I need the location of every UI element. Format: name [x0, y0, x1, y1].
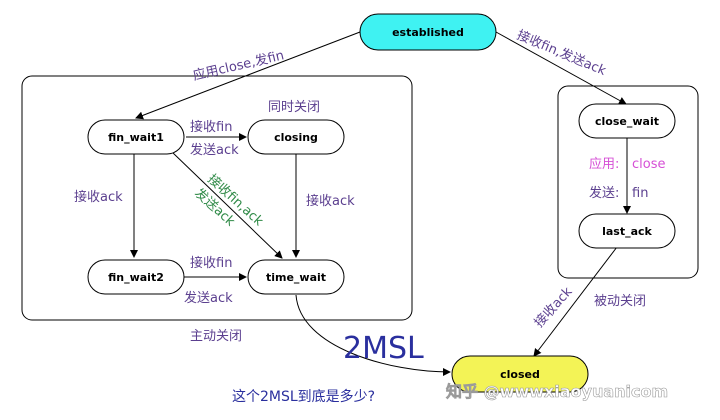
label-question: 这个2MSL到底是多少?: [232, 388, 375, 405]
state-fin-wait2: fin_wait2: [87, 259, 185, 295]
state-closed-label: closed: [500, 368, 540, 381]
label-passive-close: 被动关闭: [594, 294, 646, 309]
edge-time-wait-to-closed: [295, 294, 451, 376]
state-fin-wait2-label: fin_wait2: [108, 271, 164, 284]
state-fin-wait1-label: fin_wait1: [108, 131, 164, 144]
state-fin-wait1: fin_wait1: [87, 119, 185, 155]
state-established: established: [359, 13, 497, 51]
label-recv-ack-left: 接收ack: [74, 189, 123, 205]
label-recv-fin-send-ack-top: 接收fin,发送ack: [514, 27, 608, 79]
state-closed: closed: [451, 355, 589, 393]
state-last-ack: last_ack: [578, 213, 676, 249]
state-closing: closing: [247, 119, 345, 155]
label-recv-fin-1: 接收fin: [190, 119, 232, 135]
label-send-ack-1: 发送ack: [190, 142, 239, 158]
edge-established-to-fin-wait1: [135, 31, 361, 120]
label-send-prefix: 发送:: [589, 185, 619, 201]
state-time-wait-label: time_wait: [266, 271, 326, 284]
label-recv-ack-diag: 接收ack: [531, 283, 576, 330]
active-close-group-box: [21, 75, 413, 321]
passive-close-group-box: [557, 85, 699, 279]
watermark-text: 知乎 @wwwxiaoyuanicom: [446, 382, 668, 401]
state-close-wait: close_wait: [578, 103, 676, 139]
state-established-label: established: [392, 26, 464, 39]
edge-last-ack-to-closed: [533, 246, 618, 357]
label-recv-fin-2: 接收fin: [190, 255, 232, 271]
state-time-wait: time_wait: [247, 259, 345, 295]
state-last-ack-label: last_ack: [602, 225, 652, 238]
label-send-ack-2: 发送ack: [184, 290, 233, 306]
label-app-prefix: 应用:: [589, 156, 619, 172]
label-app-close: close: [632, 157, 665, 172]
label-simultaneous-close: 同时关闭: [268, 100, 320, 115]
label-active-close: 主动关闭: [190, 329, 242, 344]
label-send-fin: fin: [632, 186, 648, 201]
label-2msl: 2MSL: [343, 331, 424, 366]
edge-fin-wait1-to-time-wait: [171, 151, 283, 259]
label-recv-ack-closing: 接收ack: [306, 193, 355, 209]
state-close-wait-label: close_wait: [595, 115, 659, 128]
state-closing-label: closing: [274, 131, 318, 144]
edge-established-to-close-wait: [495, 31, 627, 105]
